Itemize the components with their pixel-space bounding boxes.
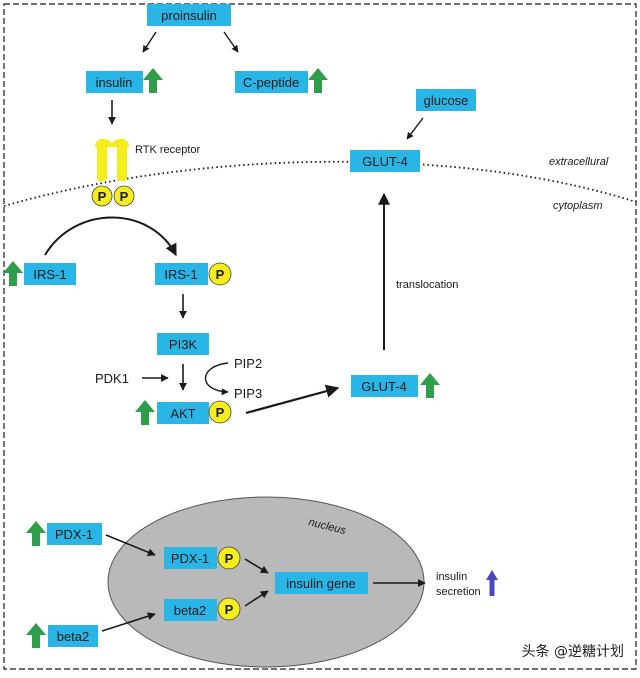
insulin-secretion-up-arrow-icon: [486, 570, 498, 596]
akt-box: [157, 402, 209, 424]
beta2-phospho-label: P: [225, 602, 234, 617]
beta2-inner-label: beta2: [174, 603, 207, 618]
proinsulin-box: [147, 4, 231, 26]
glut4-membrane-box: [350, 150, 420, 172]
pdk1-label: PDK1: [95, 371, 129, 386]
irs1-up-arrow-icon: [3, 261, 23, 286]
outer-border: [3, 3, 637, 670]
nucleus: [107, 496, 425, 668]
arrow-proinsulin-insulin: [142, 31, 157, 53]
proinsulin-label: proinsulin: [161, 8, 217, 23]
pdx1-phospho: [217, 546, 241, 570]
beta2-inner-box: [164, 599, 217, 621]
c-peptide-box: [235, 71, 308, 93]
pdx1-outer-box: [47, 523, 102, 545]
rtk-receptor-label: RTK receptor: [135, 144, 201, 156]
cytoplasm-label: cytoplasm: [553, 200, 603, 212]
akt-phospho: [208, 400, 232, 424]
glut4-membrane-label: GLUT-4: [362, 154, 408, 169]
rtk-receptor: P P: [91, 138, 135, 207]
insulin-gene-label: insulin gene: [286, 576, 355, 591]
receptor-phospho-left: P: [98, 189, 107, 204]
glut4-up-arrow-icon: [420, 373, 440, 398]
irs1-right-label: IRS-1: [164, 267, 197, 282]
pi3k-label: PI3K: [169, 337, 198, 352]
arrow-pdx1-nucleus: [105, 534, 156, 556]
irs1-phospho-label: P: [216, 267, 225, 282]
pip3-label: PIP3: [234, 386, 262, 401]
irs1-left-box: [24, 263, 76, 285]
watermark: 头条 @逆糖计划: [522, 643, 624, 660]
insulin-gene-box: [275, 572, 368, 594]
beta2-up-arrow-icon: [26, 623, 46, 648]
insulin-label: insulin: [96, 75, 133, 90]
pdx1-up-arrow-icon: [26, 521, 46, 546]
glut4-cyto-box: [351, 375, 418, 397]
arrow-beta2-insulin-gene: [244, 590, 269, 607]
beta2-outer-label: beta2: [57, 629, 90, 644]
beta2-phospho: [217, 597, 241, 621]
insulin-box: [86, 71, 143, 93]
glut4-cyto-label: GLUT-4: [361, 379, 407, 394]
insulin-secretion-label-2: secretion: [436, 586, 481, 598]
pip2-label: PIP2: [234, 356, 262, 371]
arrow-beta2-nucleus: [101, 612, 156, 632]
c-peptide-label: C-peptide: [243, 75, 299, 90]
c-peptide-up-arrow-icon: [308, 68, 328, 93]
arrow-proinsulin-cpeptide: [223, 31, 239, 53]
pdx1-inner-label: PDX-1: [171, 551, 209, 566]
arrow-akt-glut4: [245, 384, 340, 415]
pdx1-outer-label: PDX-1: [55, 527, 93, 542]
translocation-label: translocation: [396, 279, 458, 291]
insulin-secretion-label-1: insulin: [436, 571, 467, 583]
glucose-box: [416, 89, 476, 111]
akt-label: AKT: [170, 406, 195, 421]
arrow-pip2-pip3: [204, 362, 229, 396]
beta2-outer-box: [48, 625, 98, 647]
irs1-right-box: [155, 263, 208, 285]
pdx1-inner-box: [164, 547, 217, 569]
glucose-label: glucose: [424, 93, 469, 108]
pi3k-box: [157, 333, 209, 355]
irs1-left-label: IRS-1: [33, 267, 66, 282]
pdx1-phospho-label: P: [225, 551, 234, 566]
arrow-glucose-glut4: [406, 117, 424, 140]
insulin-up-arrow-icon: [143, 68, 163, 93]
akt-up-arrow-icon: [135, 400, 155, 425]
receptor-phospho-right: P: [120, 189, 129, 204]
irs1-phospho: [208, 262, 232, 286]
akt-phospho-label: P: [216, 405, 225, 420]
extracellular-label: extracellural: [549, 156, 609, 168]
arrow-pdx1-insulin-gene: [244, 558, 269, 574]
arrow-irs1-phosphorylation: [44, 216, 177, 257]
